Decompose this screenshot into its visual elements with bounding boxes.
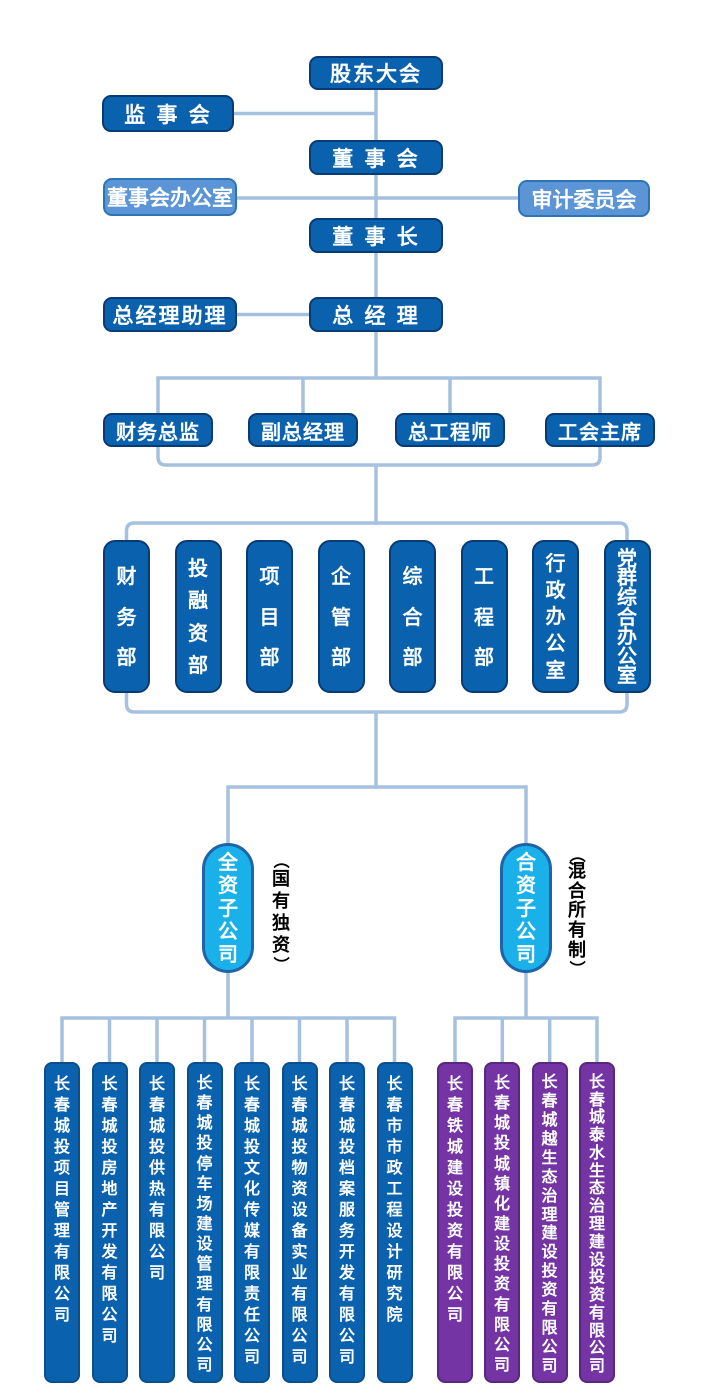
connector bbox=[124, 521, 629, 540]
connector bbox=[156, 447, 602, 467]
connector bbox=[156, 376, 602, 413]
node-company-chengyue-eco-treatment: 长春城越生态治理建设投资有限公司 bbox=[531, 1062, 568, 1383]
node-audit-committee: 审计委员会 bbox=[518, 180, 650, 217]
node-chairman: 董 事 长 bbox=[309, 218, 443, 253]
node-company-real-estate: 长春城投房地产开发有限公司 bbox=[91, 1062, 128, 1383]
node-dept-finance: 财务部 bbox=[103, 540, 150, 693]
node-company-parking: 长春城投停车场建设管理有限公司 bbox=[186, 1062, 223, 1383]
node-dept-project: 项目部 bbox=[246, 540, 293, 693]
node-dept-investment-financing: 投融资部 bbox=[174, 540, 222, 693]
node-company-materials-equipment: 长春城投物资设备实业有限公司 bbox=[281, 1062, 318, 1383]
label-state-owned-note: （国有独资） bbox=[271, 852, 291, 973]
node-deputy-gm: 副总经理 bbox=[248, 413, 358, 447]
node-general-manager: 总 经 理 bbox=[309, 297, 443, 332]
node-wholly-owned-subsidiaries: 全资子公司 bbox=[202, 843, 254, 973]
node-company-culture-media: 长春城投文化传媒有限责任公司 bbox=[234, 1062, 270, 1383]
node-supervisory-board: 监 事 会 bbox=[102, 95, 234, 132]
node-dept-engineering: 工程部 bbox=[460, 540, 508, 693]
node-company-tiecheng-construction: 长春铁城建设投资有限公司 bbox=[437, 1062, 473, 1383]
node-company-archives-service: 长春城投档案服务开发有限公司 bbox=[329, 1062, 365, 1383]
node-company-heating: 长春城投供热有限公司 bbox=[139, 1062, 175, 1383]
node-union-chairman: 工会主席 bbox=[545, 413, 655, 447]
node-board-office: 董事会办公室 bbox=[103, 178, 237, 216]
node-company-chengtai-water-eco: 长春城泰水生态治理建设投资有限公司 bbox=[579, 1062, 615, 1383]
node-shareholders-meeting: 股东大会 bbox=[309, 56, 443, 90]
node-chief-engineer: 总工程师 bbox=[395, 413, 505, 447]
node-gm-assistant: 总经理助理 bbox=[103, 297, 237, 332]
node-board-of-directors: 董 事 会 bbox=[309, 140, 443, 175]
connector bbox=[60, 1016, 397, 1062]
label-mixed-ownership-note: （混合所有制） bbox=[567, 846, 587, 977]
connector bbox=[453, 1016, 599, 1062]
node-company-municipal-design-institute: 长春市市政工程设计研究院 bbox=[376, 1062, 413, 1383]
node-joint-venture-subsidiaries: 合资子公司 bbox=[500, 843, 552, 973]
node-company-project-management: 长春城投项目管理有限公司 bbox=[44, 1062, 80, 1383]
node-dept-admin-office: 行政办公室 bbox=[532, 540, 579, 693]
connector bbox=[124, 693, 629, 714]
connector bbox=[226, 785, 528, 843]
node-dept-general: 综合部 bbox=[389, 540, 436, 693]
node-dept-party-mass-office: 党群综合办公室 bbox=[603, 540, 651, 693]
node-dept-enterprise-management: 企管部 bbox=[317, 540, 365, 693]
node-cfo: 财务总监 bbox=[103, 413, 213, 447]
node-company-urbanization-construction: 长春城投城镇化建设投资有限公司 bbox=[484, 1062, 520, 1383]
